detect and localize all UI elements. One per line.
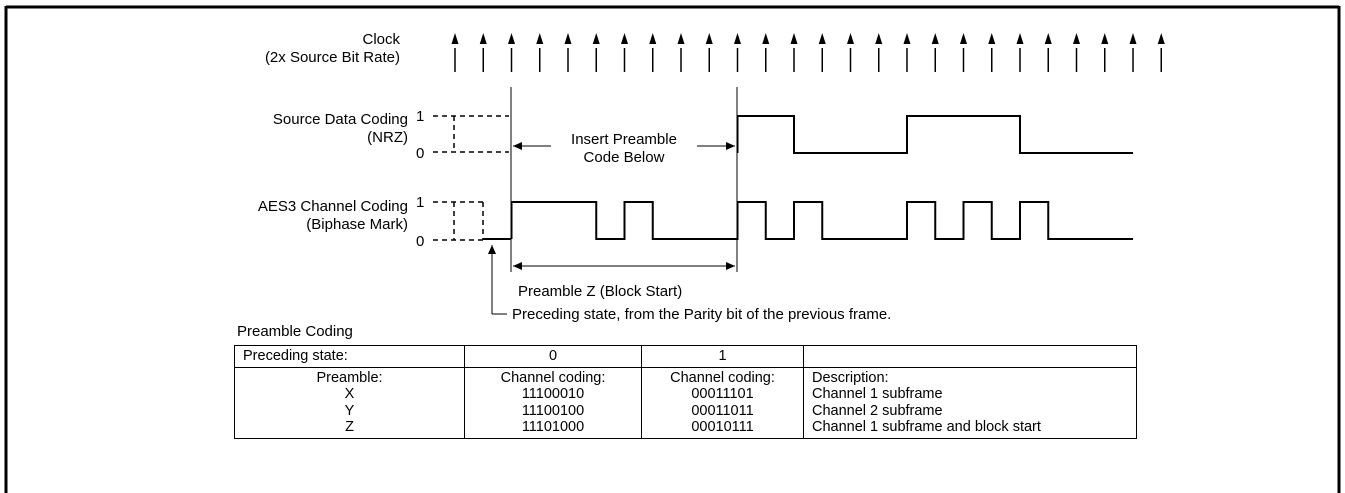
channel-level-0: 0: [416, 233, 425, 250]
clock-tick-arrowhead: [677, 33, 685, 44]
preamble-z-label: Preamble Z (Block Start): [518, 283, 683, 300]
header-cell-empty: [803, 345, 1137, 368]
clock-tick-arrowhead: [479, 33, 487, 44]
clock-tick-arrowhead: [875, 33, 883, 44]
table-caption: Preamble Coding: [237, 323, 353, 340]
channel-label: AES3 Channel Coding (Biphase Mark): [257, 198, 408, 233]
source-label: Source Data Coding (NRZ): [272, 111, 408, 146]
source-dashed-history: [433, 115, 509, 153]
preamble-column: Preamble: X Y Z: [234, 366, 465, 439]
description-column: Description: Channel 1 subframe Channel …: [803, 366, 1137, 439]
source-nrz-waveform: [736, 115, 1133, 154]
channel-biphase-waveform: [510, 201, 1133, 240]
clock-tick-arrowhead: [451, 33, 459, 44]
clock-tick-arrowhead: [1044, 33, 1052, 44]
insert-preamble-label: Insert Preamble Code Below: [571, 131, 677, 166]
clock-tick-arrowhead: [592, 33, 600, 44]
source-level-0: 0: [416, 145, 425, 162]
clock-tick-arrowhead: [1073, 33, 1080, 44]
table-header-row: Preceding state: 0 1: [234, 345, 1137, 368]
clock-tick-arrowhead: [564, 33, 572, 44]
header-cell-label: Preceding state:: [234, 345, 465, 368]
coding-0-column: Channel coding: 11100010 11100100 111010…: [464, 366, 642, 439]
clock-tick-arrowhead: [705, 33, 713, 44]
clock-tick-arrowhead: [1016, 33, 1024, 44]
clock-tick-arrowhead: [1157, 33, 1165, 44]
clock-tick-arrowhead: [818, 33, 826, 44]
channel-dashed-history: [433, 201, 484, 241]
clock-tick-arrowhead: [960, 33, 967, 44]
clock-tick-arrowhead: [536, 33, 544, 44]
header-cell-1: 1: [641, 345, 804, 368]
preceding-state-label: Preceding state, from the Parity bit of …: [512, 306, 892, 323]
coding-1-column: Channel coding: 00011101 00011011 000101…: [641, 366, 804, 439]
clock-tick-arrowhead: [988, 33, 996, 44]
clock-tick-arrowhead: [621, 33, 628, 44]
clock-tick-arrowhead: [649, 33, 657, 44]
clock-tick-arrowhead: [790, 33, 798, 44]
clock-tick-arrowhead: [903, 33, 911, 44]
clock-tick-arrowhead: [1101, 33, 1109, 44]
clock-tick-arrowhead: [508, 33, 515, 44]
preamble-coding-table: Preceding state: 0 1 Preamble: X Y Z Cha…: [234, 345, 1137, 439]
channel-level-1: 1: [416, 194, 425, 211]
table-row: Preamble: X Y Z Channel coding: 11100010…: [234, 366, 1137, 439]
source-level-1: 1: [416, 108, 425, 125]
clock-tick-arrowhead: [734, 33, 741, 44]
clock-label: Clock (2x Source Bit Rate): [264, 31, 400, 66]
clock-tick-arrowhead: [847, 33, 854, 44]
clock-tick-arrowhead: [762, 33, 770, 44]
header-cell-0: 0: [464, 345, 642, 368]
clock-ticks: [451, 33, 1165, 72]
clock-tick-arrowhead: [1129, 33, 1137, 44]
clock-tick-arrowhead: [931, 33, 939, 44]
